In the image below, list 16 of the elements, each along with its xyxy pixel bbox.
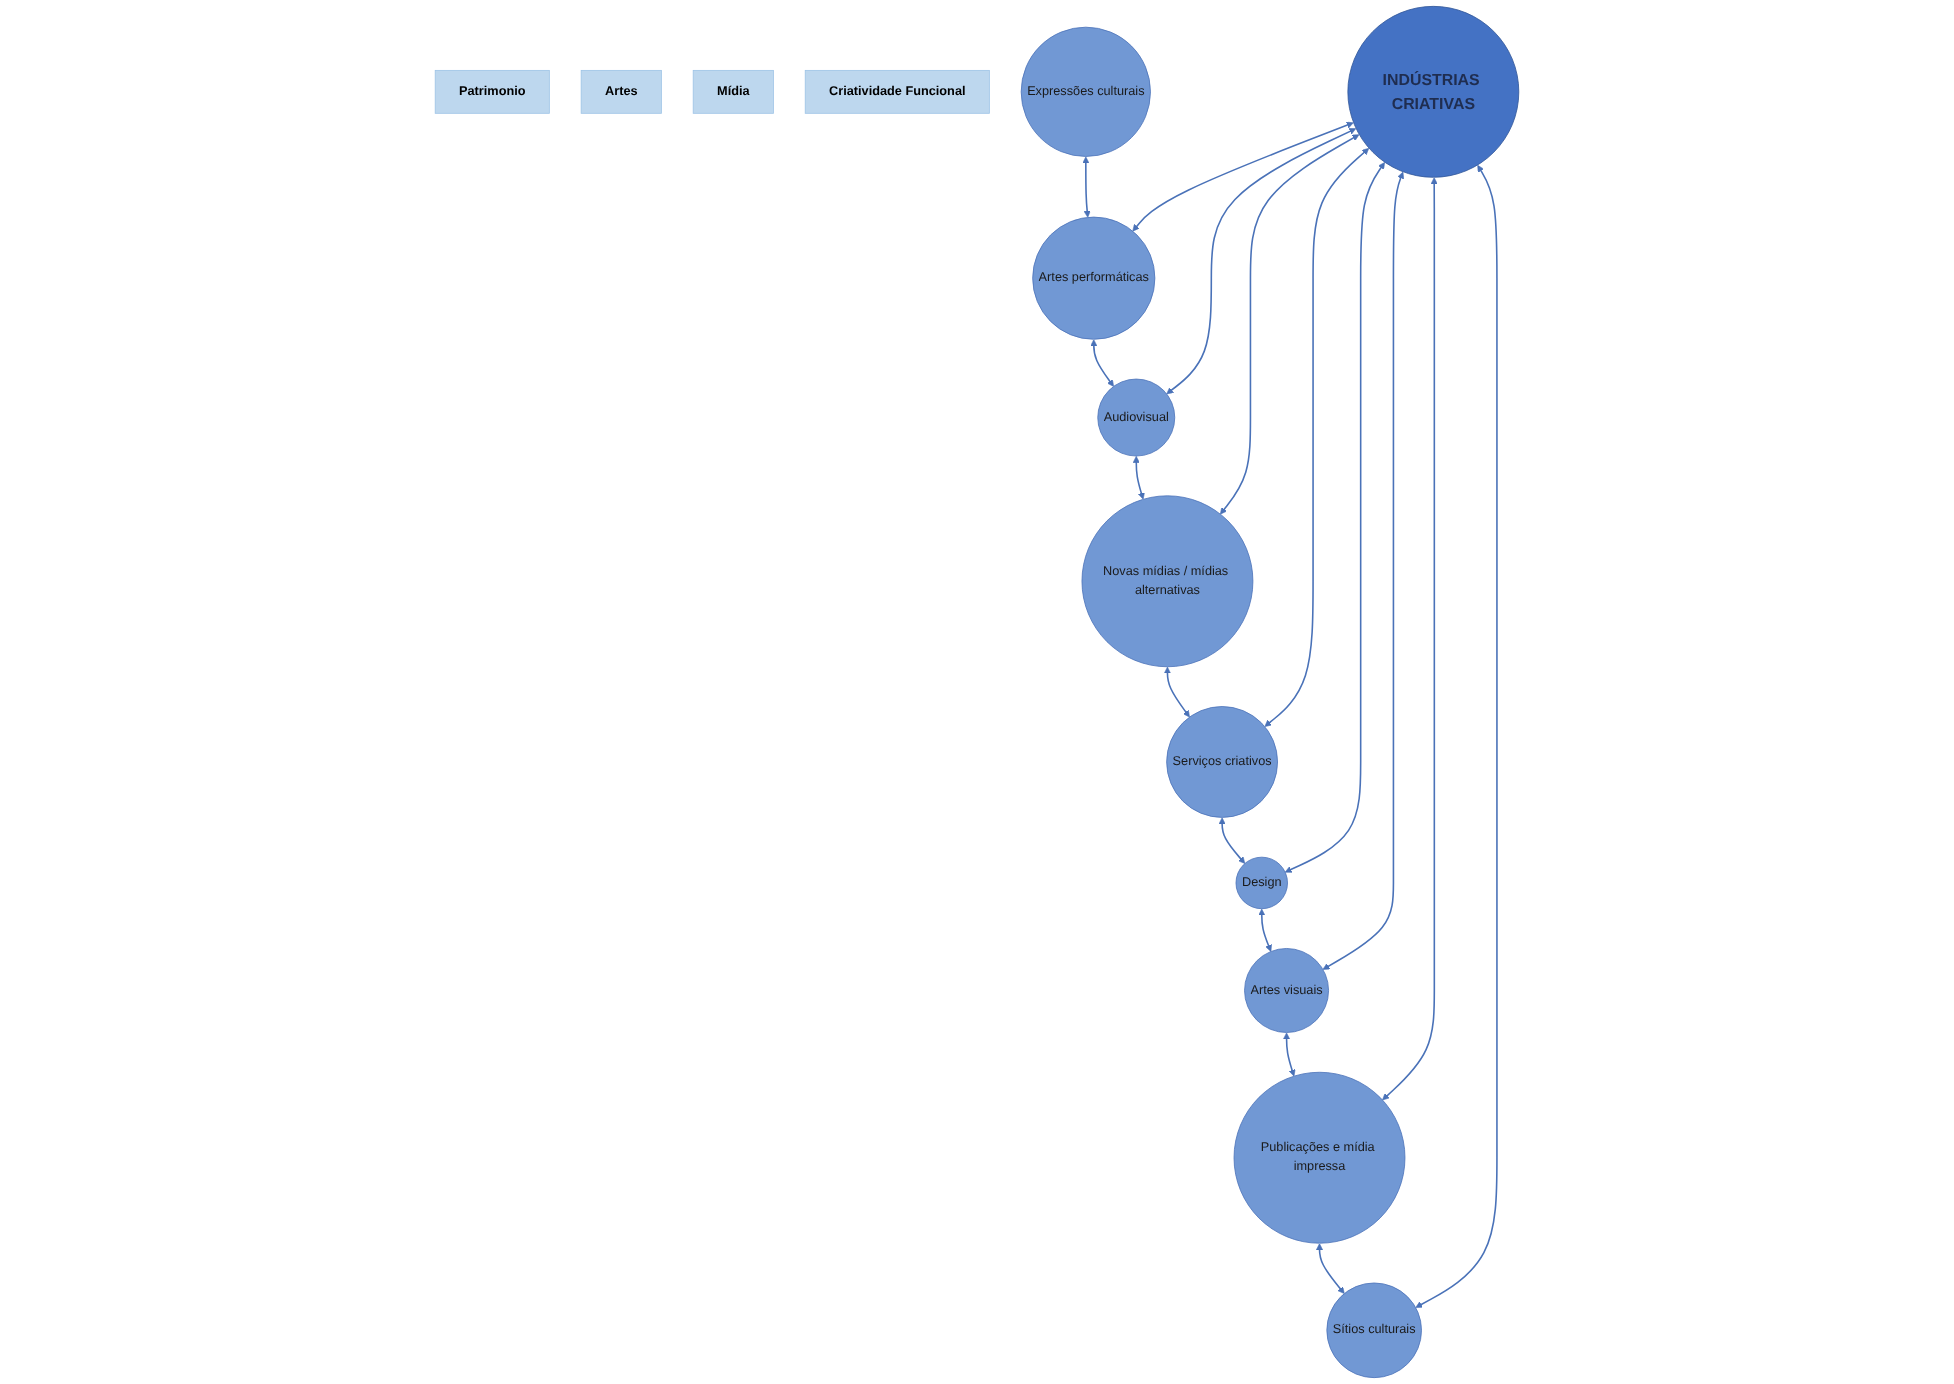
arrow xyxy=(1322,171,1404,970)
arrow xyxy=(1316,1243,1345,1294)
arrow xyxy=(1284,162,1385,873)
arrow xyxy=(1283,1032,1296,1077)
arrow xyxy=(1166,128,1357,395)
arrow xyxy=(1415,164,1498,1308)
arrow xyxy=(1264,148,1370,727)
arrow xyxy=(1382,177,1438,1101)
arrow xyxy=(1082,156,1091,218)
arrow xyxy=(1220,134,1360,515)
arrow xyxy=(1163,666,1190,718)
arrow xyxy=(1218,817,1246,864)
arrow xyxy=(1090,339,1114,387)
arrow xyxy=(1132,121,1354,232)
arrow xyxy=(1132,456,1145,500)
arrow xyxy=(1258,908,1272,952)
